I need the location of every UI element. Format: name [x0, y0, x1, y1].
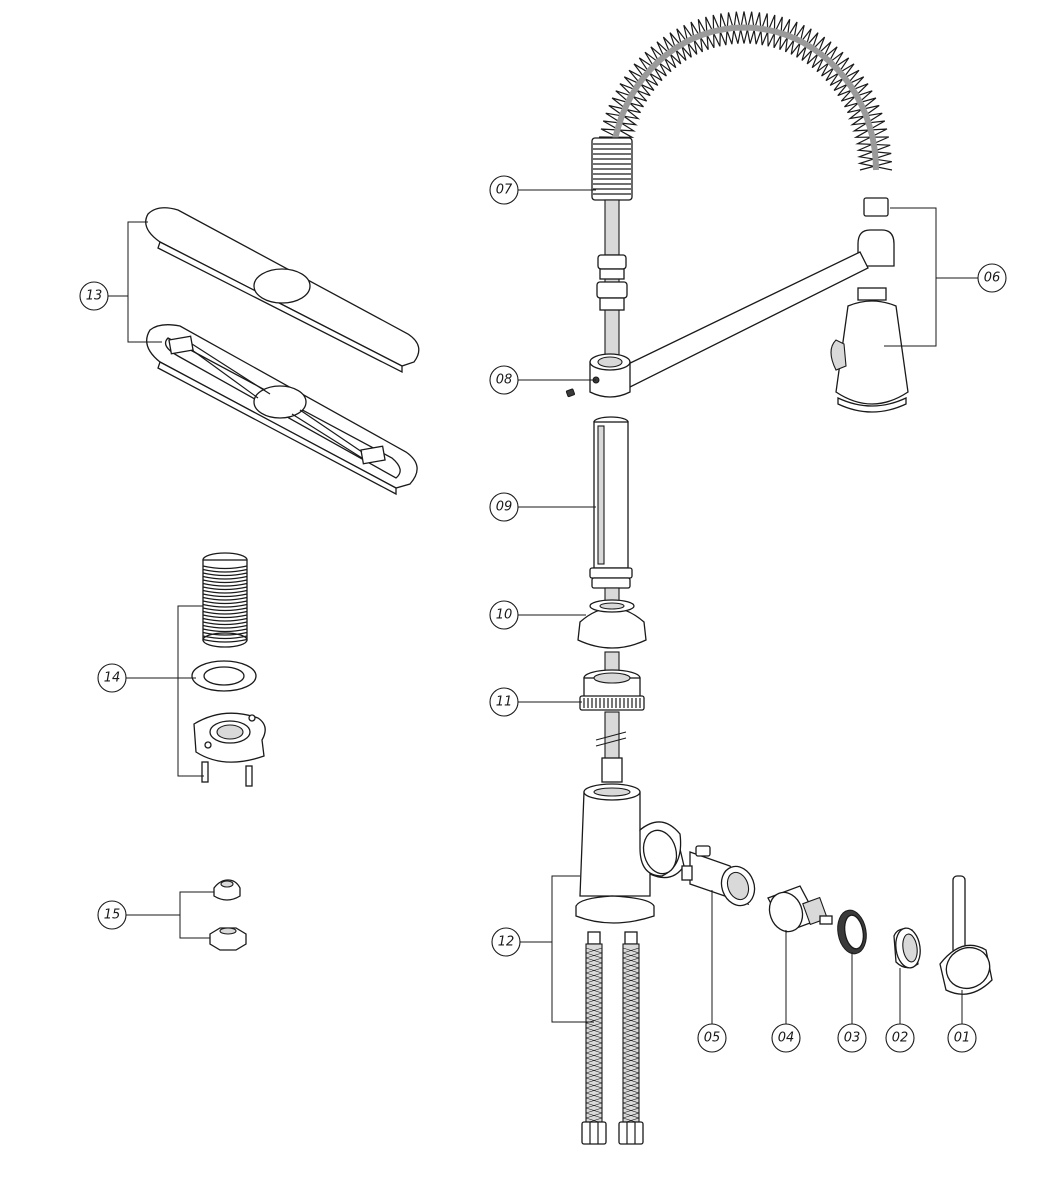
part-01-handle	[939, 875, 993, 995]
part-10-dome-cover	[577, 599, 647, 673]
callout-05: 05	[697, 1023, 727, 1053]
part-14-mounting-kit	[191, 552, 266, 787]
part-13-deck-plate	[145, 207, 420, 496]
part-07-spring-base	[591, 137, 633, 256]
callout-06-label: 06	[984, 271, 1001, 286]
callout-14: 14	[97, 663, 127, 693]
hose-upper	[596, 254, 628, 356]
callout-03-label: 03	[844, 1031, 861, 1046]
callout-12: 12	[491, 927, 521, 957]
callout-07: 07	[489, 175, 519, 205]
callout-09: 09	[489, 492, 519, 522]
part-09-spout-tube	[589, 416, 633, 603]
callout-04: 04	[771, 1023, 801, 1053]
part-11-threaded-ring	[579, 669, 645, 783]
callout-08-label: 08	[496, 373, 513, 388]
callout-11-label: 11	[496, 695, 513, 710]
part-03-ring-nut	[837, 909, 867, 955]
callout-11: 11	[489, 687, 519, 717]
part-12-faucet-body	[575, 783, 685, 924]
callout-13: 13	[79, 281, 109, 311]
part-08-hub	[565, 353, 631, 398]
callout-08: 08	[489, 365, 519, 395]
callout-12-label: 12	[498, 935, 515, 950]
spring-coil	[595, 11, 893, 171]
callout-07-label: 07	[496, 183, 513, 198]
part-12-supply-hoses	[581, 931, 644, 1145]
callout-01: 01	[947, 1023, 977, 1053]
callout-01-label: 01	[954, 1031, 971, 1046]
leader-lines	[108, 189, 978, 1024]
callout-13-label: 13	[86, 289, 103, 304]
part-06-spray-head	[619, 197, 909, 413]
callout-02-label: 02	[892, 1031, 909, 1046]
callout-10: 10	[489, 600, 519, 630]
callout-05-label: 05	[704, 1031, 721, 1046]
callout-06: 06	[977, 263, 1007, 293]
part-15-compression-fittings	[209, 879, 247, 951]
callout-15-label: 15	[104, 908, 121, 923]
callout-14-label: 14	[104, 671, 121, 686]
callout-04-label: 04	[778, 1031, 795, 1046]
callout-09-label: 09	[496, 500, 513, 515]
callout-15: 15	[97, 900, 127, 930]
callout-03: 03	[837, 1023, 867, 1053]
part-02-cap-ring	[893, 927, 921, 969]
part-05-cartridge-housing	[681, 845, 756, 907]
callout-02: 02	[885, 1023, 915, 1053]
callout-10-label: 10	[496, 608, 513, 623]
part-04-cartridge	[767, 885, 833, 933]
